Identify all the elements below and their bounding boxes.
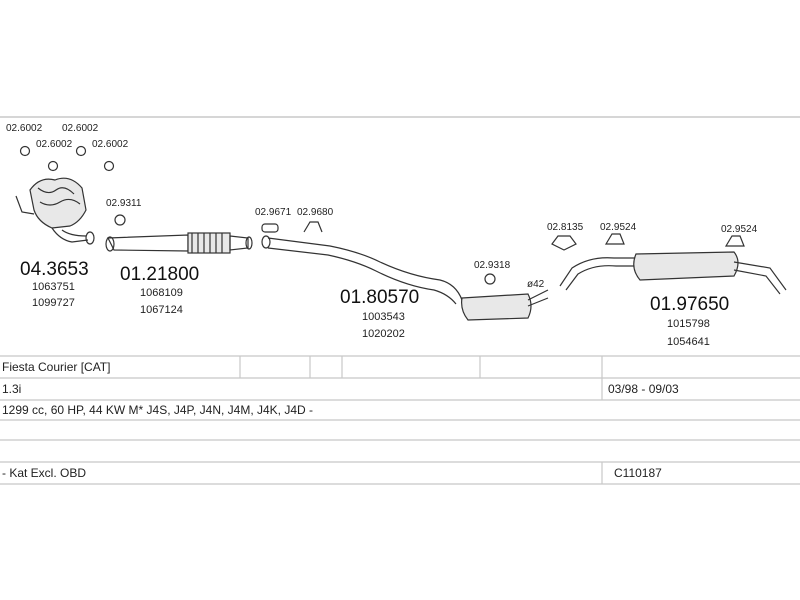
table-dates: 03/98 - 09/03 <box>608 382 679 396</box>
part-small-2: 02.9311 <box>106 198 142 209</box>
part-ref-1a: 1063751 <box>32 281 75 293</box>
hanger-ring-icon <box>484 273 496 285</box>
part-small-4a: 02.8135 <box>547 222 584 233</box>
application-table <box>0 355 800 485</box>
part-ref-2b: 1067124 <box>140 304 183 316</box>
part-code-2: 01.21800 <box>120 264 199 285</box>
part-small-4c: 02.9524 <box>721 224 758 235</box>
clamp-icon <box>261 221 323 233</box>
part-small-3b: 02.9680 <box>297 207 334 218</box>
rear-silencer-icon <box>559 251 787 295</box>
part-ref-3b: 1020202 <box>362 328 405 340</box>
gasket-label-2: 02.6002 <box>62 123 99 134</box>
part-ref-2a: 1068109 <box>140 287 183 299</box>
part-ref-4b: 1054641 <box>667 336 710 348</box>
gasket-label-1: 02.6002 <box>6 123 43 134</box>
part-small-4b: 02.9524 <box>600 222 637 233</box>
pipe-diameter: ø42 <box>527 279 545 290</box>
gasket-rings-icon <box>19 145 115 172</box>
part-ref-1b: 1099727 <box>32 297 75 309</box>
table-model: Fiesta Courier [CAT] <box>2 360 110 374</box>
gasket-label-4: 02.6002 <box>92 139 129 150</box>
middle-pipe-icon <box>261 235 549 321</box>
table-spec: 1299 cc, 60 HP, 44 KW M* J4S, J4P, J4N, … <box>2 403 313 417</box>
part-code-3: 01.80570 <box>340 287 419 308</box>
part-ref-4a: 1015798 <box>667 318 710 330</box>
ring-icon <box>114 214 126 226</box>
table-engine: 1.3i <box>2 382 21 396</box>
gasket-label-3: 02.6002 <box>36 139 73 150</box>
part-code-4: 01.97650 <box>650 294 729 315</box>
front-pipe-icon <box>105 232 253 254</box>
part-small-3a: 02.9671 <box>255 207 292 218</box>
part-ref-3a: 1003543 <box>362 311 405 323</box>
table-note: - Kat Excl. OBD <box>2 466 86 480</box>
part-small-3c: 02.9318 <box>474 260 511 271</box>
rubber-mount-icon <box>551 233 745 251</box>
table-catalog: C110187 <box>614 466 662 480</box>
manifold-icon <box>15 177 95 245</box>
part-code-1: 04.3653 <box>20 259 89 280</box>
